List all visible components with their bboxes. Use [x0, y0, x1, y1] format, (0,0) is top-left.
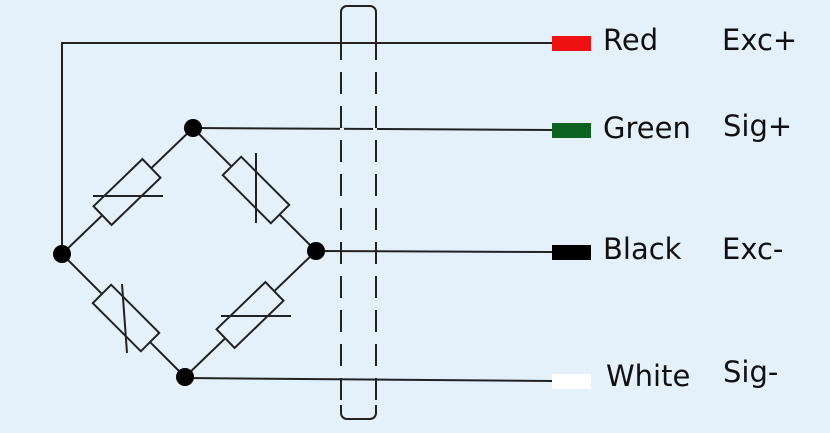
black-wire-end [552, 245, 591, 260]
node-left [53, 245, 71, 263]
node-bottom [176, 368, 194, 386]
strain-gauge-lower-left [91, 283, 161, 353]
wire-color-label-black: Black [603, 232, 682, 266]
wire-green [192, 127, 553, 131]
wire-color-label-red: Red [603, 23, 659, 57]
signal-label-sig-plus: Sig+ [723, 109, 793, 143]
wire-white [184, 377, 553, 382]
node-right [307, 242, 325, 260]
node-top [184, 119, 202, 137]
signal-label-exc-minus: Exc- [722, 232, 784, 266]
cable-shield [340, 5, 377, 420]
strain-gauge-upper-left [92, 157, 162, 227]
wire-color-label-green: Green [603, 111, 691, 145]
white-wire-end [552, 374, 591, 389]
red-wire-end [552, 36, 591, 51]
wire-black [315, 250, 553, 253]
wire-color-label-white: White [606, 359, 691, 393]
signal-label-exc-plus: Exc+ [722, 23, 798, 57]
wire-red [61, 42, 552, 254]
green-wire-end [552, 123, 591, 138]
signal-label-sig-minus: Sig- [723, 355, 779, 389]
